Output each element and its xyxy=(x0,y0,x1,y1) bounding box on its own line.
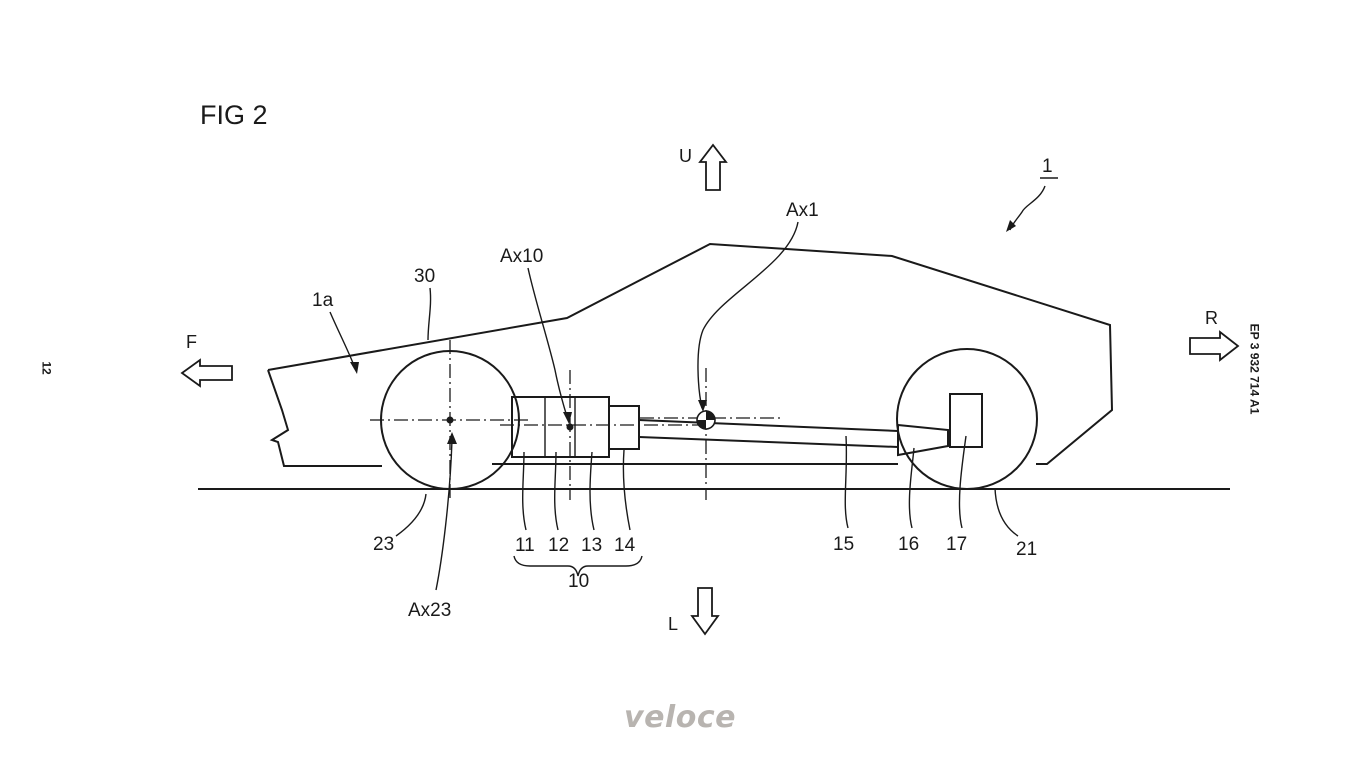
ref-vehicle-center-axis: Ax1 xyxy=(786,200,819,221)
center-of-gravity-quadrant-1 xyxy=(706,411,715,420)
ref-unit-11: 11 xyxy=(515,535,535,556)
arrow-up-icon xyxy=(698,143,728,191)
leader-16 xyxy=(908,447,915,529)
leader-drive-axis-arrowhead xyxy=(563,412,572,424)
ref-unit-14: 14 xyxy=(614,535,636,556)
figure-title: FIG 2 xyxy=(200,100,268,130)
leader-front-body-arrowhead xyxy=(350,362,359,374)
leader-vehicle xyxy=(1009,185,1046,231)
publication-number: EP 3 932 714 A1 xyxy=(1247,323,1262,415)
leader-body-outline xyxy=(427,287,432,341)
ref-unit-13: 13 xyxy=(581,535,602,556)
leader-14 xyxy=(622,449,631,531)
arrow-left-icon xyxy=(180,358,233,388)
drive-unit-bracket xyxy=(513,555,643,577)
center-of-gravity-quadrant-2 xyxy=(697,420,706,429)
ref-shaft: 15 xyxy=(833,534,854,555)
leader-shaft xyxy=(844,435,849,529)
leader-vehicle-arrowhead xyxy=(1006,220,1016,232)
ref-unit-12: 12 xyxy=(548,535,569,556)
ref-part-17: 17 xyxy=(946,534,967,555)
leader-12 xyxy=(553,451,559,531)
leader-center-axis xyxy=(697,221,799,409)
ref-part-16: 16 xyxy=(898,534,919,555)
ref-drive-unit-axis: Ax10 xyxy=(500,246,543,267)
leader-17 xyxy=(958,435,967,529)
leader-13 xyxy=(589,451,595,531)
ref-front-body: 1a xyxy=(312,290,334,311)
direction-rear-label: R xyxy=(1205,308,1218,328)
page-number: 12 xyxy=(39,361,54,375)
leader-front-wheel-axis xyxy=(435,439,453,591)
front-wheel-axis-point xyxy=(446,416,454,424)
direction-low-label: L xyxy=(668,614,678,634)
leader-11 xyxy=(521,451,527,531)
arrow-down-icon xyxy=(690,587,720,636)
direction-front-label: F xyxy=(186,332,197,352)
shaft-upper-edge xyxy=(638,419,899,432)
vehicle-body-outline xyxy=(267,242,1114,467)
ref-front-wheel: 23 xyxy=(373,534,394,555)
ref-vehicle: 1 xyxy=(1042,156,1053,177)
ref-body-outline: 30 xyxy=(414,266,435,287)
shaft-lower-edge xyxy=(638,436,899,448)
drive-unit-block-14 xyxy=(608,405,640,450)
leader-rear-wheel xyxy=(994,487,1019,537)
direction-up-label: U xyxy=(679,146,692,166)
part-16 xyxy=(897,423,949,457)
drive-unit-block xyxy=(511,396,610,458)
ref-front-wheel-axis: Ax23 xyxy=(408,600,451,621)
ref-rear-wheel: 21 xyxy=(1016,539,1037,560)
watermark-logo: veloce xyxy=(624,700,736,735)
leader-front-wheel-axis-arrowhead xyxy=(447,432,457,444)
ref-drive-unit: 10 xyxy=(568,571,589,592)
part-17 xyxy=(949,393,983,448)
arrow-right-icon xyxy=(1189,330,1240,362)
leader-center-axis-arrowhead xyxy=(698,400,707,412)
drive-unit-axis-point xyxy=(566,423,574,431)
rear-wheel xyxy=(896,348,1038,490)
leader-front-body xyxy=(329,311,356,369)
leader-drive-axis xyxy=(527,267,569,421)
leader-front-wheel xyxy=(395,493,427,537)
